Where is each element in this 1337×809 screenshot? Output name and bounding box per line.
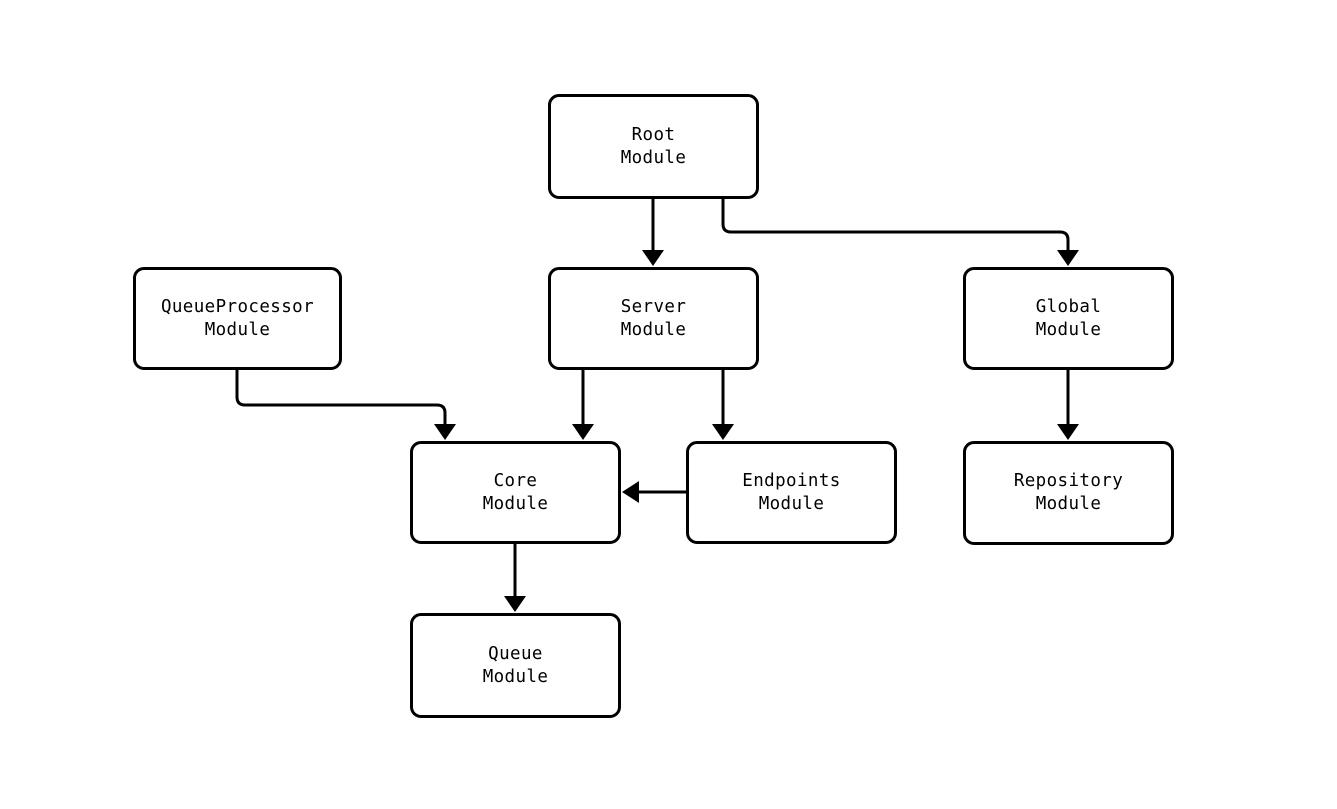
edge-queueprocessor-core	[235, 370, 456, 440]
node-global-module-suffix: Module	[1035, 319, 1102, 340]
node-server-module-suffix: Module	[620, 319, 687, 340]
edge-endpoints-core	[622, 481, 686, 503]
node-queue-module-name: Queue	[488, 643, 543, 664]
node-core-module-suffix: Module	[482, 493, 549, 514]
node-endpoints-module[interactable]: Endpoints Module	[686, 441, 897, 544]
node-global-module[interactable]: Global Module	[963, 267, 1174, 370]
edge-server-endpoints	[712, 370, 734, 440]
node-queue-module[interactable]: Queue Module	[410, 613, 621, 718]
node-queueprocessor-module-suffix: Module	[204, 319, 271, 340]
node-queueprocessor-module-name: QueueProcessor	[160, 296, 315, 317]
node-endpoints-module-suffix: Module	[758, 493, 825, 514]
node-core-module[interactable]: Core Module	[410, 441, 621, 544]
node-queue-module-suffix: Module	[482, 666, 549, 687]
node-repository-module-name: Repository	[1013, 471, 1124, 491]
node-root-module[interactable]: Root Module	[548, 94, 759, 199]
node-repository-module[interactable]: Repository Module	[963, 441, 1174, 545]
node-server-module[interactable]: Server Module	[548, 267, 759, 370]
edge-core-queue	[504, 544, 526, 612]
node-endpoints-module-name: Endpoints	[742, 470, 841, 491]
edge-global-repository	[1057, 370, 1079, 440]
node-core-module-name: Core	[493, 470, 538, 491]
node-root-module-suffix: Module	[620, 147, 687, 168]
node-queueprocessor-module[interactable]: QueueProcessor Module	[133, 267, 342, 370]
node-global-module-name: Global	[1035, 296, 1102, 317]
edge-root-global	[721, 199, 1079, 266]
node-repository-module-suffix: Module	[1035, 494, 1102, 514]
edge-root-server	[642, 199, 664, 266]
node-root-module-name: Root	[631, 124, 676, 145]
edge-server-core	[572, 370, 594, 440]
node-server-module-name: Server	[620, 296, 687, 317]
